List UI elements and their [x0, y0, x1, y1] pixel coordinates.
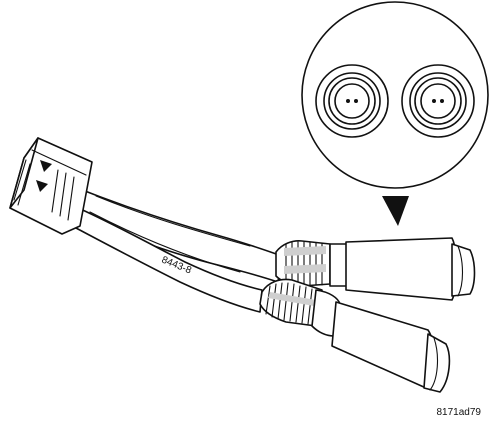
- left-connector: [9, 137, 93, 235]
- upper-plug: [275, 237, 476, 301]
- detail-socket-right: [401, 64, 475, 138]
- lower-plug-body: [331, 301, 435, 389]
- pin-marker-arrow: [40, 160, 52, 172]
- upper-plug-tip: [451, 243, 476, 297]
- lower-plug-tip: [423, 333, 451, 393]
- lower-plug: [259, 278, 451, 393]
- detail-circle-outline: [301, 1, 489, 189]
- lower-plug-ribs: [265, 282, 313, 325]
- figure-id: 8171ad79: [436, 407, 482, 418]
- detail-magnifier: [301, 1, 489, 226]
- detail-pointer: [382, 196, 409, 226]
- cable-bundle: 8443-8: [69, 185, 283, 313]
- upper-plug-body: [345, 237, 458, 301]
- detail-socket-left: [315, 64, 389, 138]
